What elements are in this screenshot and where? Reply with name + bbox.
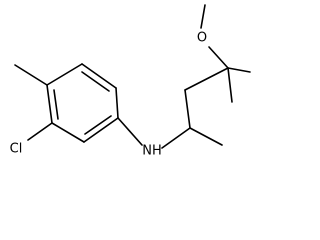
ring-bond-3: [46, 63, 83, 86]
ring-bond-1: [115, 87, 119, 119]
bond-oxygen-quaternary: [208, 46, 229, 69]
bond-quaternary-methyl-right: [227, 67, 251, 73]
ring-bond-2: [81, 63, 117, 89]
ring-bond-6-inner: [84, 115, 112, 135]
ring-bond-4: [46, 84, 53, 124]
ring-bond-4-inner: [53, 89, 59, 120]
bond-quaternary-ch2: [184, 67, 229, 91]
ring-bond-5: [51, 122, 85, 143]
bond-methyl-oxygen: [200, 4, 206, 29]
bond-amine-ring: [117, 117, 143, 146]
molecule-diagram: O Cl NH: [10, 4, 251, 159]
bond-ch-methyl: [189, 127, 223, 146]
bond-ch2-ch: [184, 89, 191, 129]
chlorine-label: Cl: [10, 142, 23, 157]
bond-ring-chlorine: [27, 122, 53, 141]
bond-quaternary-methyl-down: [227, 67, 233, 103]
ring-bond-6: [83, 117, 119, 143]
ring-bond-2-inner: [81, 71, 110, 92]
bond-ring-methyl: [14, 64, 48, 86]
structure-svg: O Cl NH: [10, 4, 251, 159]
oxygen-label: O: [197, 31, 207, 46]
amine-label: NH: [142, 144, 162, 159]
bond-ch-amine: [161, 127, 191, 149]
